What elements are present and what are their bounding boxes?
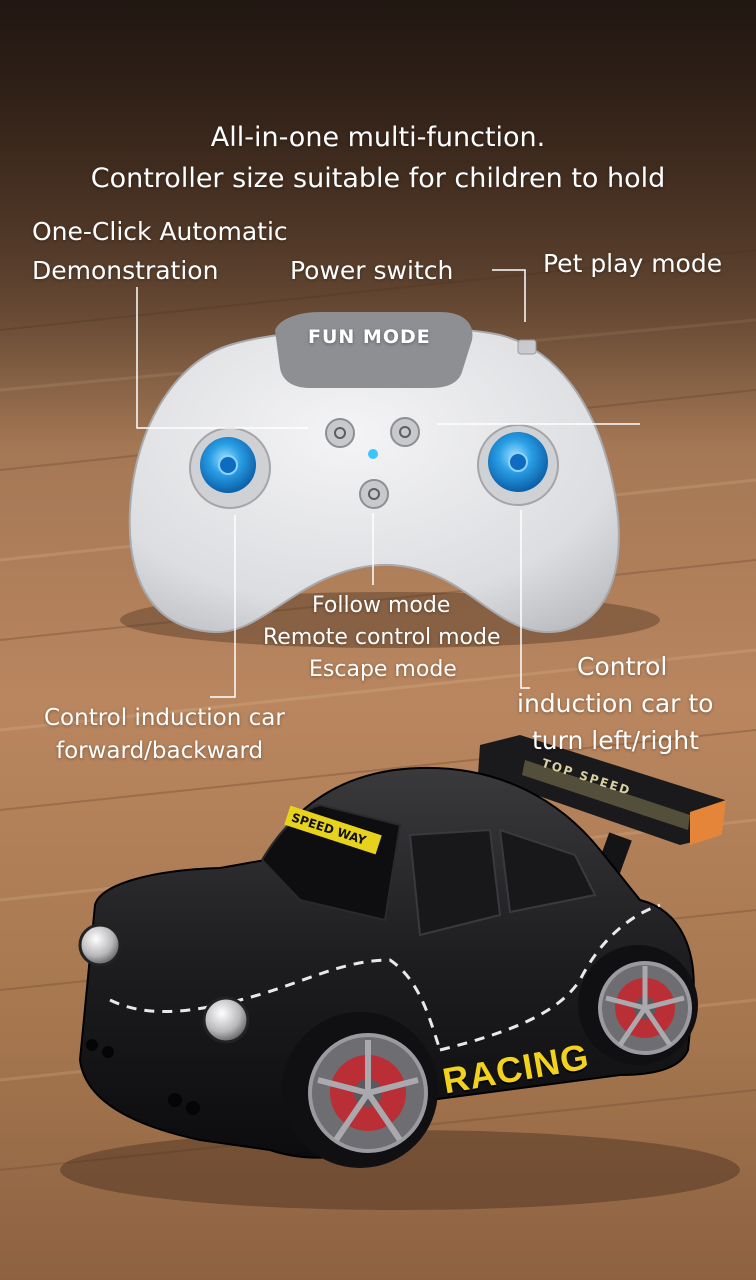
callout-right-stick-line-2: induction car to bbox=[517, 689, 714, 718]
callout-power-switch: Power switch bbox=[290, 256, 454, 285]
callout-pet-play: Pet play mode bbox=[543, 249, 723, 278]
callout-left-stick-line-2: forward/backward bbox=[56, 738, 264, 764]
headline-line-1: All-in-one multi-function. bbox=[210, 122, 546, 153]
controller-badge: FUN MODE bbox=[308, 326, 431, 348]
callout-right-stick-line-3: turn left/right bbox=[532, 726, 699, 755]
front-wheel bbox=[282, 1012, 438, 1168]
callout-right-stick-line-1: Control bbox=[577, 652, 668, 681]
callout-left-stick-line-1: Control induction car bbox=[44, 705, 285, 731]
callout-escape-mode: Escape mode bbox=[309, 657, 457, 682]
callout-one-click-line-2: Demonstration bbox=[32, 256, 219, 285]
rear-wheel bbox=[578, 945, 698, 1065]
callout-follow-mode: Follow mode bbox=[312, 593, 451, 618]
headline-line-2: Controller size suitable for children to… bbox=[90, 163, 666, 194]
callout-remote-control-mode: Remote control mode bbox=[263, 625, 501, 650]
callout-one-click-line-1: One-Click Automatic bbox=[32, 217, 288, 246]
